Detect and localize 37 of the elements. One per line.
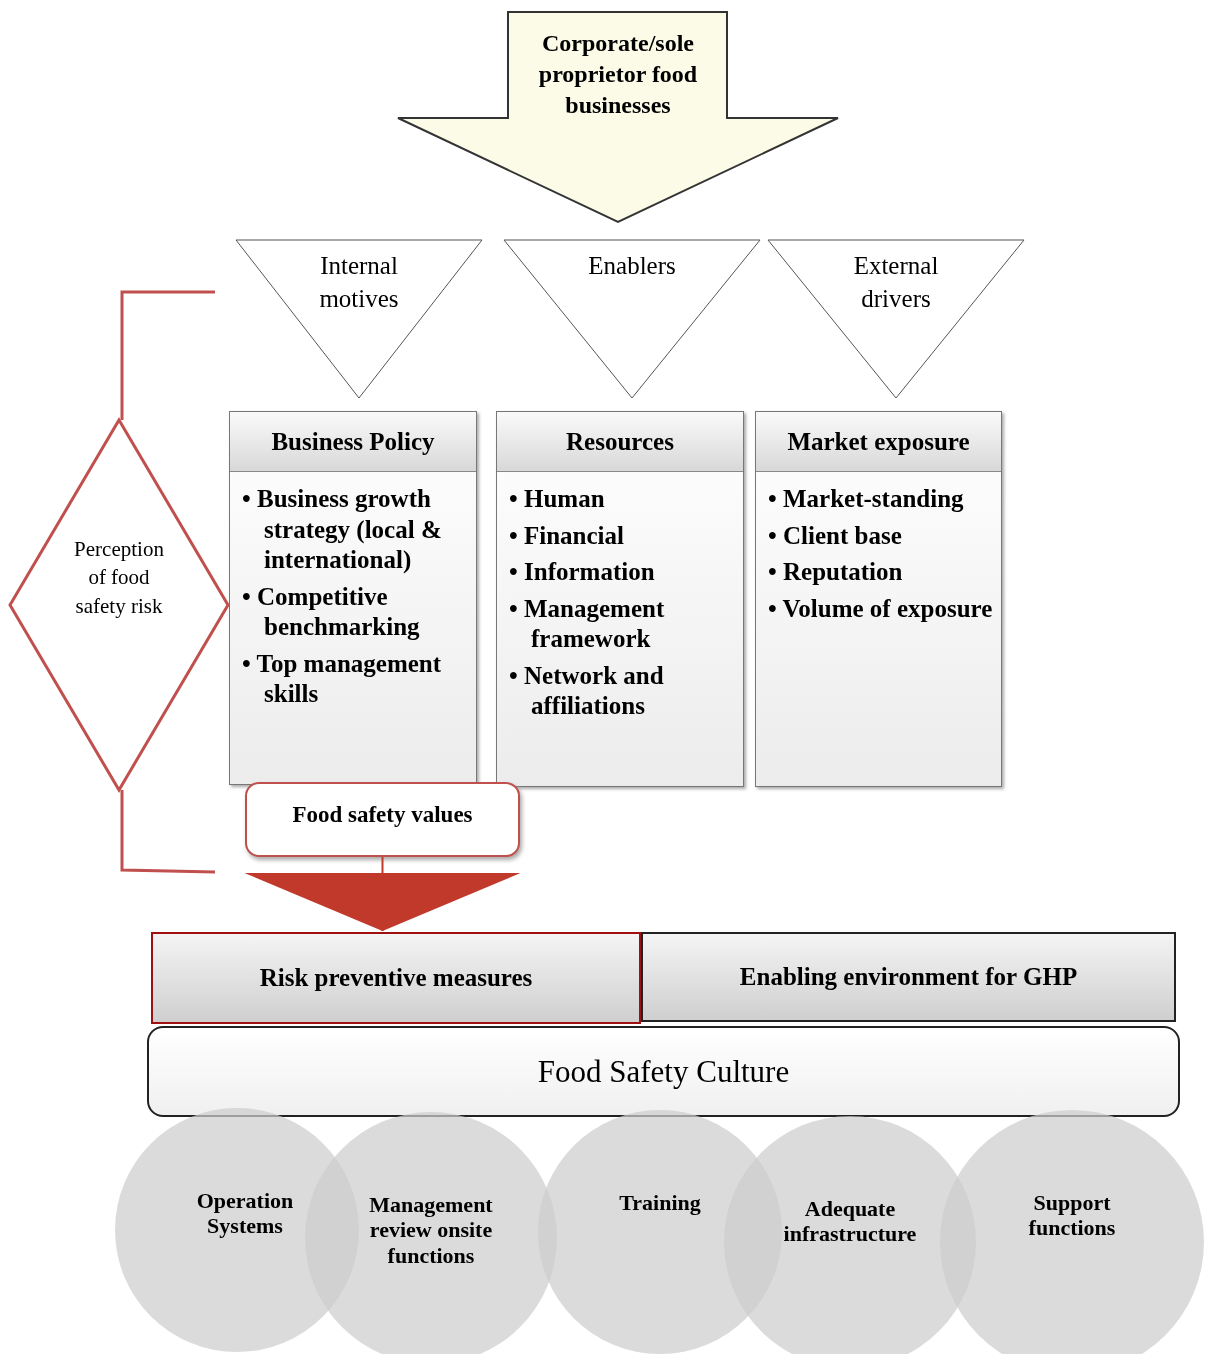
list-card xyxy=(755,411,1002,787)
panel-label: Food Safety Culture xyxy=(537,1053,790,1090)
bullet-item: • Reputation xyxy=(768,557,904,587)
circle-label: Operation Systems xyxy=(195,1188,295,1239)
triangle-label: Internal motives xyxy=(318,251,400,314)
circle-label: Training xyxy=(618,1190,702,1216)
bar-panel xyxy=(151,932,641,1024)
box-label: Food safety values xyxy=(291,801,474,829)
bullet-item: • Business growth strategy (local & international) xyxy=(242,484,443,575)
chevron-arrow xyxy=(244,856,521,932)
circle-label: Support functions xyxy=(1027,1190,1117,1241)
bullet-item: • Client base xyxy=(768,520,903,551)
bar-panel xyxy=(641,932,1176,1022)
bullet-item: • Market-standing xyxy=(768,484,965,514)
card-header: Market exposure xyxy=(756,412,1001,472)
list-card xyxy=(496,411,744,787)
rounded-panel xyxy=(147,1026,1180,1117)
bullet-item: • Financial xyxy=(509,520,625,551)
rounded-box xyxy=(245,782,520,857)
diamond-label: Perception of food safety risk xyxy=(73,536,165,620)
triangle-label: External drivers xyxy=(852,251,940,314)
bullet-item: • Volume of exposure xyxy=(768,593,993,624)
card-header: Business Policy xyxy=(230,412,476,472)
triangle-label: Enablers xyxy=(587,251,677,281)
bullet-item: • Human xyxy=(509,484,606,514)
bullet-item: • Top management skills xyxy=(242,648,443,709)
bullet-item: • Network and affiliations xyxy=(509,660,665,721)
bullet-item: • Competitive benchmarking xyxy=(242,581,421,642)
bullet-item: • Management framework xyxy=(509,593,666,654)
arrow-label: Corporate/sole proprietor food businesses xyxy=(537,29,699,121)
bar-label: Risk preventive measures xyxy=(259,964,533,992)
circle-label: Adequate infrastructure xyxy=(782,1196,918,1247)
bar-label: Enabling environment for GHP xyxy=(739,963,1078,991)
bullet-item: • Information xyxy=(509,557,656,587)
card-header: Resources xyxy=(497,412,743,472)
circle-label: Management review onsite functions xyxy=(368,1192,494,1268)
list-card xyxy=(229,411,477,785)
